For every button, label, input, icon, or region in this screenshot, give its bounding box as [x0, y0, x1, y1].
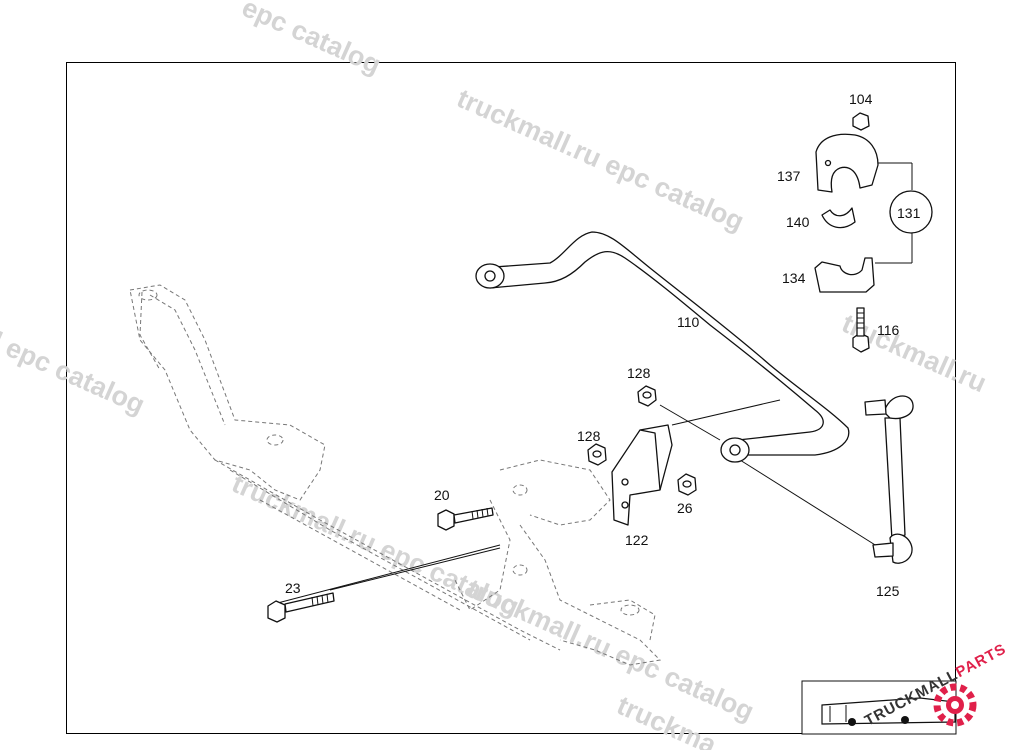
group-callout-circle [889, 190, 933, 234]
bolt-116[interactable] [852, 307, 870, 353]
watermark-text: l epc catalog [0, 326, 149, 420]
gear-icon [933, 683, 977, 727]
part-number-label[interactable]: 110 [677, 314, 700, 330]
watermark-text: truckmall.ru epc catalog [453, 83, 749, 237]
part-number-label[interactable]: 104 [849, 91, 873, 107]
stabilizer-bar[interactable] [475, 231, 850, 463]
part-number-label[interactable]: 26 [677, 500, 693, 516]
leader-lines [269, 162, 913, 606]
part-number-label[interactable]: 116 [877, 322, 900, 338]
watermark-layer: epc catalog truckmall.ru epc catalog tru… [0, 0, 991, 750]
watermark-text: epc catalog [238, 0, 386, 80]
part-number-label[interactable]: 128 [627, 365, 651, 381]
part-number-label[interactable]: 128 [577, 428, 601, 444]
bushing[interactable] [821, 207, 856, 229]
bracket[interactable] [611, 424, 673, 526]
clamp-lower[interactable] [814, 257, 875, 293]
nut-128-top[interactable] [637, 385, 657, 407]
clamp-upper[interactable] [815, 133, 879, 193]
bolt-20[interactable] [437, 507, 494, 531]
nut-26[interactable] [677, 473, 697, 496]
part-number-label[interactable]: 137 [777, 168, 801, 184]
part-number-label[interactable]: 20 [434, 487, 450, 503]
part-number-label[interactable]: 131 [897, 205, 921, 221]
part-number-label[interactable]: 134 [782, 270, 806, 286]
brand-logo-accent: PARTS [953, 640, 1009, 681]
nut-128-mid[interactable] [587, 443, 607, 466]
part-number-label[interactable]: 140 [786, 214, 810, 230]
part-number-label[interactable]: 125 [876, 583, 900, 599]
diagram-frame [66, 62, 956, 734]
part-number-label[interactable]: 122 [625, 532, 649, 548]
frame-ghost [129, 284, 662, 666]
part-number-label[interactable]: 23 [285, 580, 301, 596]
watermark-text: truckmall.ru epc catalog [463, 573, 759, 727]
bolt-23[interactable] [267, 592, 335, 623]
link-rod[interactable] [864, 395, 914, 564]
nut-104[interactable] [852, 112, 870, 131]
logo-box: TRUCKMALLPARTS [801, 640, 1009, 735]
part-labels: 104 137 131 140 134 110 116 128 128 20 2… [285, 91, 921, 599]
